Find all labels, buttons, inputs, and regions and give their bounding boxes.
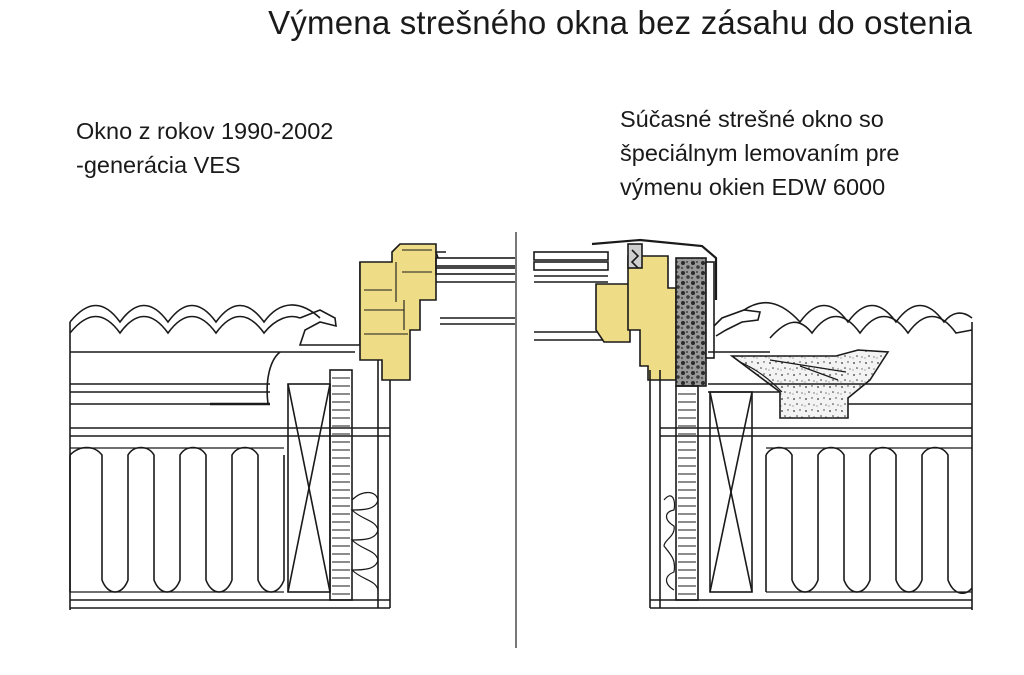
- insulation-right: [765, 446, 973, 595]
- insulation-left: [69, 446, 285, 593]
- cover-profile-new: [591, 238, 718, 300]
- window-frame-new: [627, 255, 677, 381]
- caption-old-window-line1: Okno z rokov 1990-2002: [76, 118, 334, 144]
- rafter-right: [709, 391, 753, 593]
- right-section-new-window: [533, 238, 973, 610]
- caption-new-window-line1: Súčasné strešné okno so: [620, 106, 884, 132]
- window-frame-old: [359, 243, 437, 381]
- caption-new-window-line2: špeciálnym lemovaním pre: [620, 140, 900, 166]
- flashing-left: [298, 262, 361, 346]
- roof-tiles-right: [743, 302, 973, 324]
- caption-old-window-line2: -generácia VES: [76, 152, 241, 178]
- sash-new: [595, 283, 631, 343]
- flashing-new: [713, 309, 761, 337]
- caption-new-window-line3: výmenu okien EDW 6000: [620, 174, 886, 200]
- insulation-strip-new: [675, 257, 707, 387]
- left-section-old-window: [69, 243, 517, 610]
- caption-new-window: Súčasné strešné okno so špeciálnym lemov…: [620, 102, 900, 204]
- roof-tiles-left: [69, 304, 321, 324]
- diagram-title: Výmena strešného okna bez zásahu do oste…: [268, 4, 972, 41]
- caption-old-window: Okno z rokov 1990-2002 -generácia VES: [76, 114, 333, 182]
